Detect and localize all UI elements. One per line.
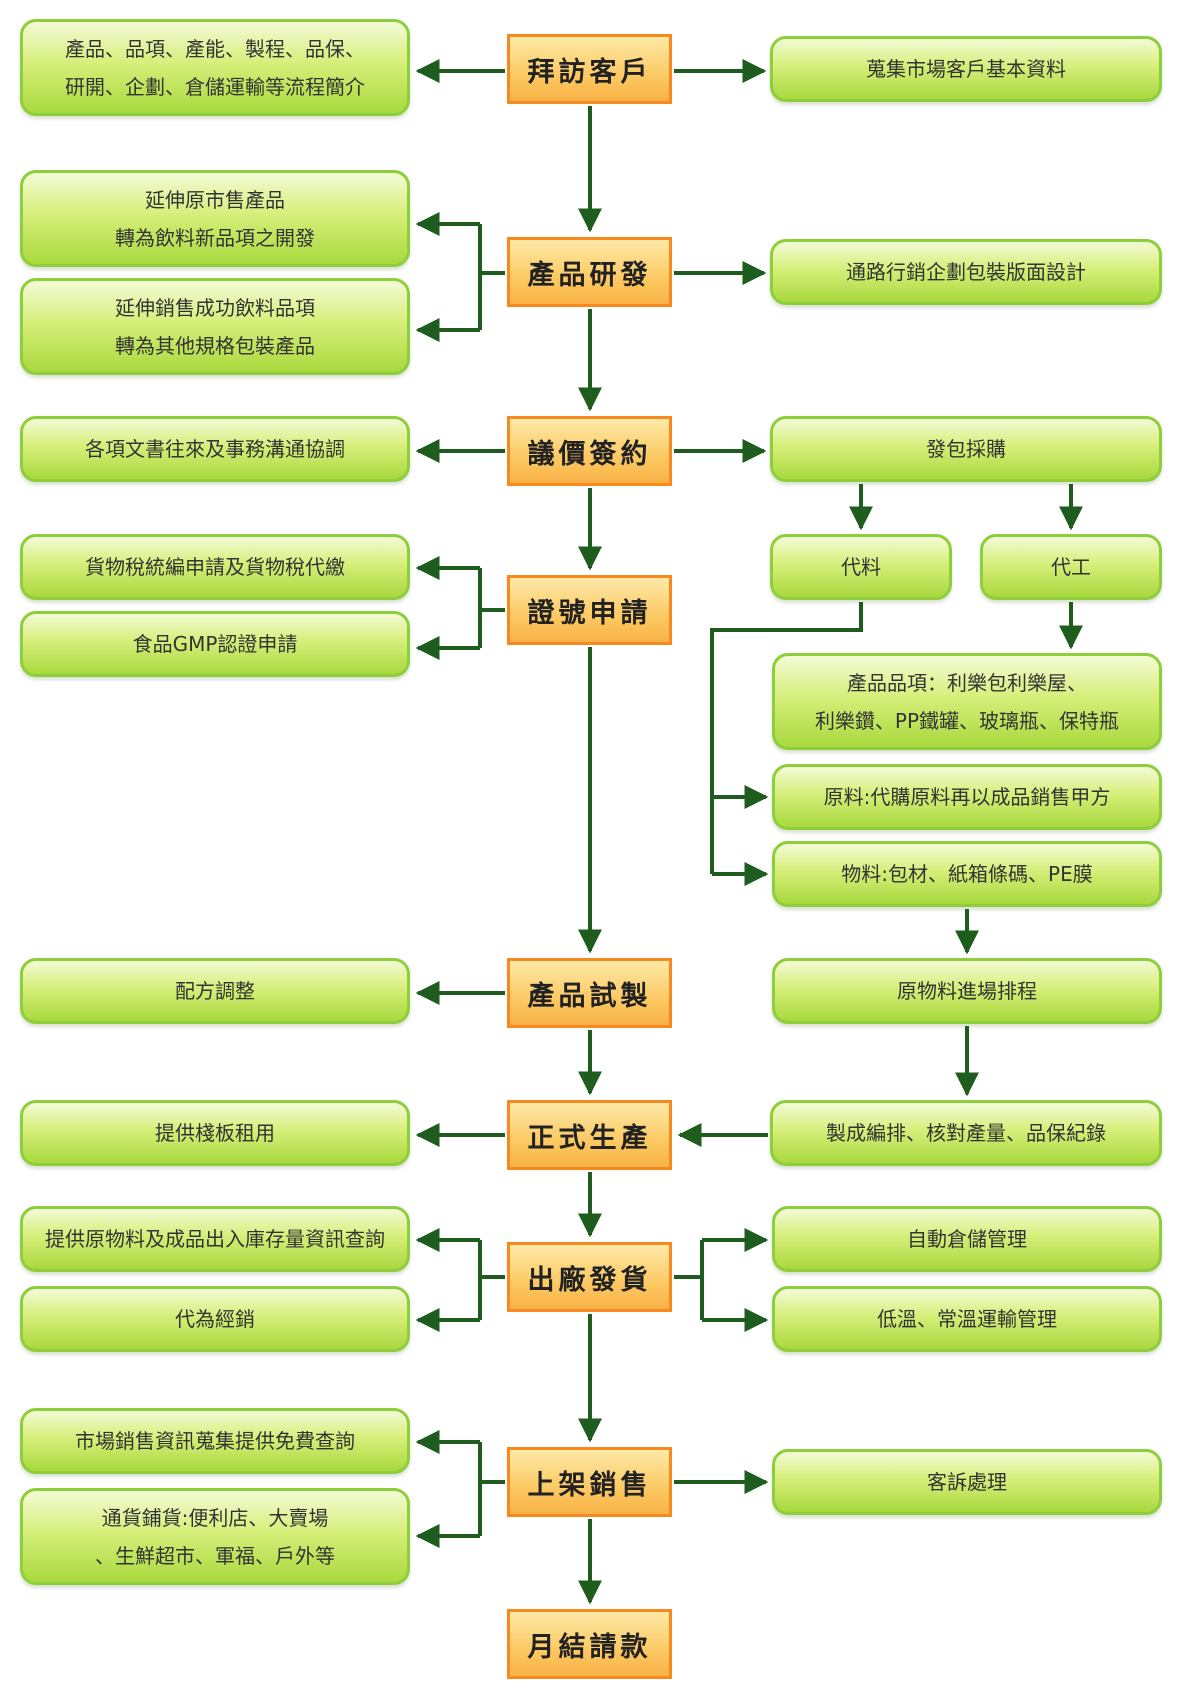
note-line: 客訴處理: [927, 1470, 1007, 1494]
step-trial-production: 產品試製: [507, 958, 672, 1028]
step-label: 產品研發: [527, 259, 652, 291]
note-line: 配方調整: [175, 979, 255, 1003]
step-label: 議價簽約: [527, 438, 652, 470]
note-line: 自動倉儲管理: [907, 1227, 1027, 1251]
step-product-rd: 產品研發: [507, 237, 672, 307]
note-production-record: 製成編排、核對產量、品保紀錄: [770, 1100, 1162, 1166]
note-inventory-query: 提供原物料及成品出入庫存量資訊查詢: [20, 1206, 410, 1272]
note-line: 貨物稅統編申請及貨物稅代繳: [85, 555, 345, 579]
note-line: 物料:包材、紙箱條碼、PE膜: [841, 862, 1093, 886]
note-complaints: 客訴處理: [772, 1449, 1162, 1515]
note-line: 各項文書往來及事務溝通協調: [85, 437, 345, 461]
note-tax: 貨物稅統編申請及貨物稅代繳: [20, 534, 410, 600]
note-material-supply: 代料: [770, 534, 952, 600]
note-line: 通路行銷企劃包裝版面設計: [846, 260, 1086, 284]
note-gmp: 食品GMP認證申請: [20, 611, 410, 677]
note-line: 原物料進場排程: [897, 979, 1037, 1003]
note-line: 提供棧板租用: [155, 1121, 275, 1145]
step-price-contract: 議價簽約: [507, 416, 672, 486]
note-line: 代工: [1051, 555, 1091, 579]
step-license-application: 證號申請: [507, 575, 672, 645]
note-extend-packaging: 延伸銷售成功飲料品項 轉為其他規格包裝產品: [20, 278, 410, 375]
note-material-schedule: 原物料進場排程: [772, 958, 1162, 1024]
note-line: 通貨鋪貨:便利店、大賣場: [101, 1505, 329, 1530]
note-line: 轉為其他規格包裝產品: [115, 333, 315, 358]
step-label: 證號申請: [527, 597, 652, 629]
step-retail-sales: 上架銷售: [507, 1447, 672, 1517]
step-monthly-billing: 月結請款: [507, 1609, 672, 1679]
step-label: 月結請款: [527, 1631, 652, 1663]
note-packaging-material: 物料:包材、紙箱條碼、PE膜: [772, 841, 1162, 907]
note-sales-info: 市場銷售資訊蒐集提供免費查詢: [20, 1408, 410, 1474]
note-line: 研開、企劃、倉儲運輸等流程簡介: [65, 74, 365, 99]
step-label: 正式生產: [527, 1122, 652, 1154]
note-line: 產品品項：利樂包利樂屋、: [847, 670, 1087, 695]
note-oem: 代工: [980, 534, 1162, 600]
note-process-intro: 產品、品項、產能、製程、品保、 研開、企劃、倉儲運輸等流程簡介: [20, 19, 410, 116]
note-line: 製成編排、核對產量、品保紀錄: [826, 1121, 1106, 1145]
note-line: 原料:代購原料再以成品銷售甲方: [823, 785, 1111, 809]
note-line: 低溫、常溫運輸管理: [877, 1307, 1057, 1331]
note-line: 轉為飲料新品項之開發: [115, 225, 315, 250]
note-line: 延伸原市售產品: [145, 187, 285, 212]
step-formal-production: 正式生產: [507, 1100, 672, 1170]
note-distribution: 代為經銷: [20, 1286, 410, 1352]
note-documents: 各項文書往來及事務溝通協調: [20, 416, 410, 482]
note-line: 蒐集市場客戶基本資料: [866, 57, 1066, 81]
branch-retail-left: [478, 1442, 505, 1536]
step-label: 出廠發貨: [527, 1264, 652, 1296]
note-formula: 配方調整: [20, 958, 410, 1024]
branch-material-supply: [710, 602, 863, 874]
note-line: 代為經銷: [175, 1307, 255, 1331]
branch-rd-left: [478, 224, 505, 330]
step-label: 上架銷售: [527, 1469, 652, 1501]
note-line: 發包採購: [926, 437, 1006, 461]
step-shipping: 出廠發貨: [507, 1242, 672, 1312]
step-label: 拜訪客戶: [527, 56, 652, 88]
note-line: 提供原物料及成品出入庫存量資訊查詢: [45, 1227, 385, 1251]
branch-license-left: [478, 568, 505, 648]
note-outsourcing: 發包採購: [770, 416, 1162, 482]
note-package-design: 通路行銷企劃包裝版面設計: [770, 239, 1162, 305]
note-channels: 通貨鋪貨:便利店、大賣場 、生鮮超市、軍福、戶外等: [20, 1488, 410, 1585]
note-line: 市場銷售資訊蒐集提供免費查詢: [75, 1429, 355, 1453]
branch-shipping-right: [674, 1240, 704, 1320]
note-market-data: 蒐集市場客戶基本資料: [770, 36, 1162, 102]
step-label: 產品試製: [527, 980, 652, 1012]
note-transport: 低溫、常溫運輸管理: [772, 1286, 1162, 1352]
step-visit-customer: 拜訪客戶: [507, 34, 672, 104]
note-pallet: 提供棧板租用: [20, 1100, 410, 1166]
note-product-items: 產品品項：利樂包利樂屋、 利樂鑽、PP鐵罐、玻璃瓶、保特瓶: [772, 653, 1162, 750]
note-extend-products: 延伸原市售產品 轉為飲料新品項之開發: [20, 170, 410, 267]
note-line: 食品GMP認證申請: [132, 632, 298, 656]
note-warehouse: 自動倉儲管理: [772, 1206, 1162, 1272]
note-raw-material: 原料:代購原料再以成品銷售甲方: [772, 764, 1162, 830]
note-line: 代料: [841, 555, 881, 579]
branch-shipping-left: [478, 1240, 505, 1320]
note-line: 延伸銷售成功飲料品項: [115, 295, 315, 320]
note-line: 利樂鑽、PP鐵罐、玻璃瓶、保特瓶: [814, 708, 1120, 733]
note-line: 、生鮮超市、軍福、戶外等: [95, 1543, 335, 1568]
note-line: 產品、品項、產能、製程、品保、: [65, 36, 365, 61]
